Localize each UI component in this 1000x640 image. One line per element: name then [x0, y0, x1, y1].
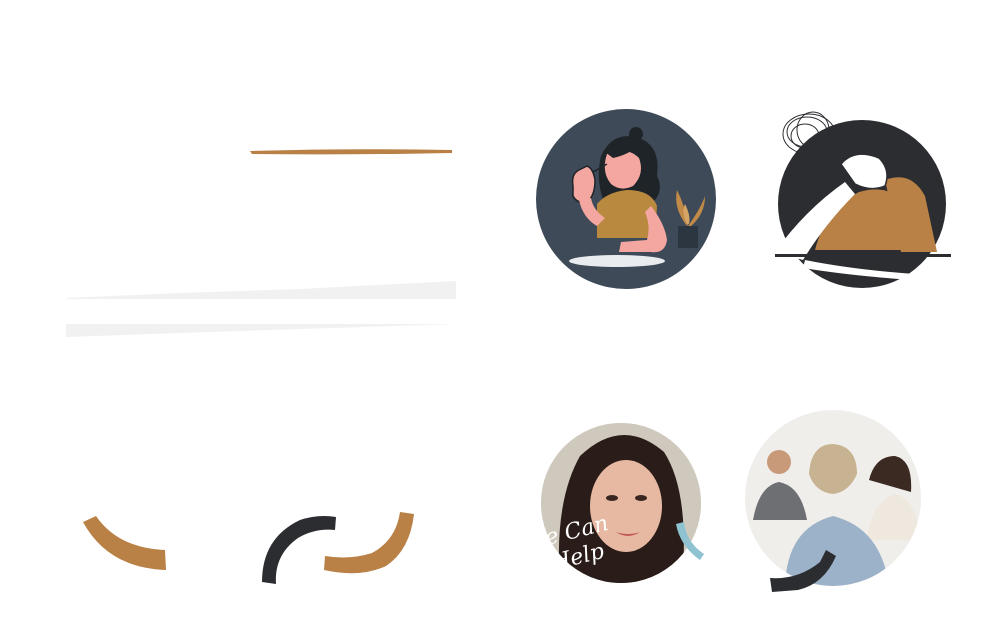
dark-accent-stroke	[770, 550, 836, 592]
dark-arc-middle	[262, 516, 336, 584]
brown-underline-stroke	[250, 149, 452, 155]
thinking-woman-illustration	[536, 109, 716, 289]
brown-arc-left	[83, 516, 166, 570]
stressed-person-illustration	[775, 111, 951, 288]
gray-strip-top	[66, 281, 456, 299]
brown-arc-right	[324, 512, 414, 574]
gray-strip-bottom	[66, 324, 456, 337]
woman-portrait-image	[541, 423, 701, 583]
woman-portrait-photo: e Can Help	[540, 422, 702, 584]
blue-accent-stroke	[676, 522, 704, 560]
